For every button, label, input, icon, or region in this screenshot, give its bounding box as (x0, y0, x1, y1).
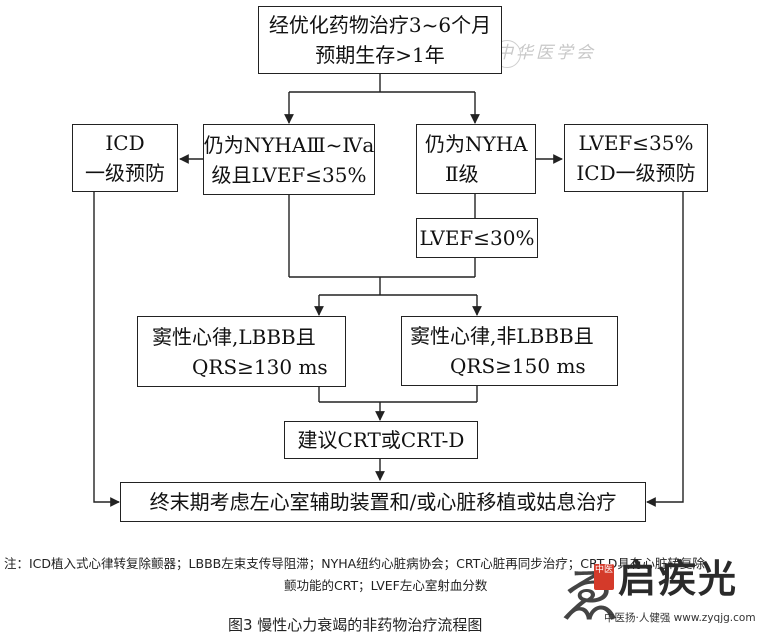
node-sinus-lbbb: 窦性心律,LBBB且 QRS≥130 ms (137, 316, 346, 387)
node-sinus-lbbb-line1: 窦性心律,LBBB且 (152, 324, 316, 349)
node-crt: 建议CRT或CRT-D (284, 421, 478, 459)
node-start-line2: 预期生存>1年 (315, 43, 445, 67)
node-nyha34: 仍为NYHAⅢ~Ⅳa 级且LVEF≤35% (203, 124, 375, 195)
node-nyha2-line1: 仍为NYHA (425, 132, 528, 156)
node-icd-right-line1: LVEF≤35% (578, 131, 694, 155)
watermark-top: 中华医学会 (496, 43, 596, 63)
node-nyha2-line2: Ⅱ级 (445, 162, 479, 186)
figure-caption: 图3 慢性心力衰竭的非药物治疗流程图 (228, 616, 483, 634)
node-start: 经优化药物治疗3~6个月 预期生存>1年 (258, 6, 502, 74)
watermark-badge: 中医 (594, 564, 614, 590)
footnote-line2: 颤功能的CRT；LVEF左心室射血分数 (284, 578, 488, 593)
node-nyha2: 仍为NYHA Ⅱ级 (416, 124, 536, 194)
watermark-logo: ゑ 中医 启疾光 中医扬·人健强 www.zyqjg.com (556, 538, 778, 639)
node-end-line1: 终末期考虑左心室辅助装置和/或心脏移植或姑息治疗 (149, 490, 617, 514)
node-crt-line1: 建议CRT或CRT-D (297, 428, 465, 452)
node-icd-left: ICD 一级预防 (72, 124, 178, 192)
node-sinus-non-lbbb-line1: 窦性心律,非LBBB且 (410, 324, 594, 348)
footnote-line1: 注：ICD植入式心律转复除颤器；LBBB左束支传导阻滞；NYHA纽约心脏病协会；… (4, 556, 705, 571)
node-icd-left-line1: ICD (105, 131, 145, 155)
node-icd-right: LVEF≤35% ICD一级预防 (564, 124, 708, 192)
node-start-line1: 经优化药物治疗3~6个月 (268, 13, 492, 37)
watermark-brand: 启疾光 (618, 556, 739, 601)
node-nyha34-line1: 仍为NYHAⅢ~Ⅳa (203, 132, 375, 157)
node-sinus-non-lbbb: 窦性心律,非LBBB且 QRS≥150 ms (401, 316, 618, 386)
node-nyha34-line2: 级且LVEF≤35% (211, 162, 367, 187)
footnote: 注：ICD植入式心律转复除颤器；LBBB左束支传导阻滞；NYHA纽约心脏病协会；… (4, 553, 774, 597)
edge-icd-left-to-end (93, 192, 120, 507)
node-icd-left-line2: 一级预防 (85, 161, 165, 185)
node-lvef30: LVEF≤30% (416, 218, 538, 258)
node-sinus-lbbb-line2: QRS≥130 ms (192, 354, 328, 379)
node-end: 终末期考虑左心室辅助装置和/或心脏移植或姑息治疗 (120, 482, 646, 522)
edge-icd-right-to-end (646, 192, 684, 507)
node-sinus-non-lbbb-line2: QRS≥150 ms (450, 354, 586, 378)
watermark-slogan: 中医扬·人健强 www.zyqjg.com (604, 612, 756, 624)
node-lvef30-line1: LVEF≤30% (419, 226, 535, 250)
node-icd-right-line2: ICD一级预防 (576, 161, 696, 185)
